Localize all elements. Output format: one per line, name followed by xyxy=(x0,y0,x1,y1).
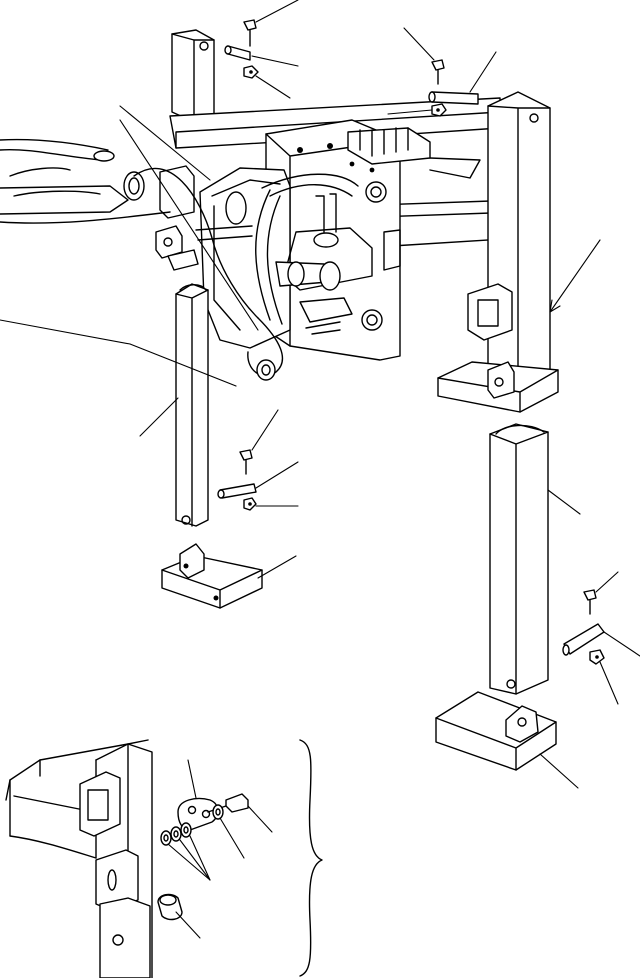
leader-detail-washer-2 xyxy=(180,840,210,880)
leader-detail-washer-1 xyxy=(168,844,210,880)
detail-bushing xyxy=(158,895,182,920)
leader-left-leg xyxy=(140,398,178,436)
leader-top-right-pin xyxy=(470,52,496,92)
leader-hose xyxy=(120,120,258,330)
leader-top-right-nut xyxy=(388,110,432,114)
leader-detail-plate xyxy=(188,760,196,798)
detail-washers xyxy=(161,823,191,845)
leader-top-left-bolt xyxy=(256,0,298,22)
right-leg-nut xyxy=(590,650,604,664)
left-leg-bolt xyxy=(240,450,252,474)
leader-boom-a xyxy=(0,320,130,344)
leader-right-leg-nut xyxy=(600,662,618,704)
leader-left-leg-bolt xyxy=(252,410,278,450)
leader-detail-bushing xyxy=(176,912,200,938)
top-left-nut xyxy=(244,66,258,78)
left-outrigger-pad xyxy=(162,544,262,608)
right-outrigger-leg xyxy=(490,424,548,694)
left-leg-nut xyxy=(244,498,256,510)
leader-swing-frame xyxy=(120,106,210,180)
detail-view xyxy=(6,740,152,978)
leader-top-left-nut xyxy=(256,76,290,98)
leader-boom-b xyxy=(130,344,236,386)
swing-assembly xyxy=(196,120,480,360)
top-left-bolt xyxy=(244,20,256,46)
hydraulic-cylinder xyxy=(0,140,282,380)
top-right-bolt xyxy=(432,60,444,84)
callout-leaders xyxy=(0,0,640,938)
leader-right-leg xyxy=(548,490,580,514)
leader-right-leg-pin xyxy=(604,632,640,656)
top-right-nut xyxy=(432,104,446,116)
leader-right-pad xyxy=(540,754,578,788)
leader-right-leg-bolt xyxy=(596,572,618,592)
leader-left-pad xyxy=(258,556,296,578)
leader-detail-washer-3 xyxy=(190,836,210,880)
top-right-pin xyxy=(429,92,478,104)
leader-right-post-arrow xyxy=(550,300,560,312)
detail-lock-washer xyxy=(213,805,223,819)
top-left-pin xyxy=(225,46,250,60)
leader-detail-lockwasher xyxy=(220,818,244,858)
right-outrigger-pad xyxy=(436,692,556,770)
leader-detail-bolt xyxy=(248,806,272,832)
right-leg-bolt xyxy=(584,590,596,614)
leader-top-right-bolt xyxy=(404,28,434,60)
leader-top-left-pin xyxy=(252,56,298,66)
detail-brace xyxy=(300,740,322,976)
leader-right-post xyxy=(550,240,600,312)
left-outrigger-leg xyxy=(176,284,208,526)
leader-left-leg-pin xyxy=(256,462,298,488)
left-leg-pin xyxy=(218,484,256,498)
